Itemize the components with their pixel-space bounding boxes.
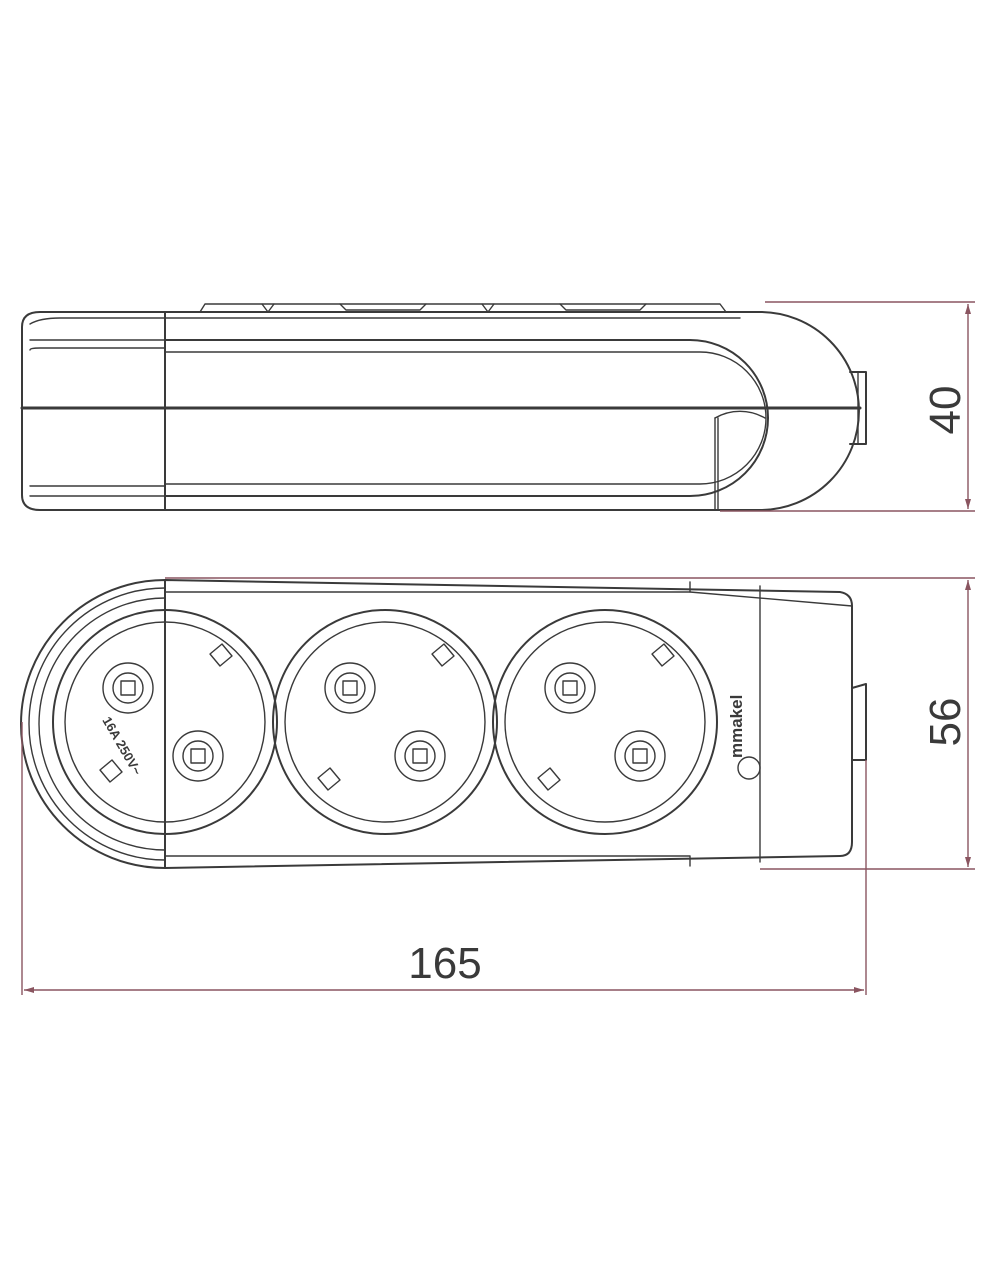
brand-logo-text: mmakel [727,695,746,758]
socket-rating-marking: 16A 250V~ [99,714,145,778]
socket-3 [492,609,718,835]
dimension-width: 56 [165,577,975,870]
side-view-top-ridge [199,303,727,313]
top-view: 16A 250V~ mmakel [20,579,867,869]
socket-2-pin-hole [394,730,446,782]
top-view-outline [20,579,853,869]
side-view-outline [21,311,860,511]
dimension-length-label: 165 [408,939,481,988]
socket-3-pin-hole [614,730,666,782]
socket-1 [52,609,278,835]
brand-logo: mmakel [727,695,761,780]
side-view [20,303,867,511]
socket-1-pin-hole [172,730,224,782]
dimension-width-label: 56 [921,698,970,747]
dimension-height: 40 [720,301,975,512]
socket-2-pin-hole [324,662,376,714]
socket-1-pin-hole [102,662,154,714]
socket-3-pin-hole [544,662,596,714]
top-view-cable-entry [851,683,867,761]
dimension-length: 165 [21,722,867,995]
side-view-inner-band [164,339,769,497]
dimension-height-label: 40 [921,386,970,435]
socket-2 [272,609,498,835]
